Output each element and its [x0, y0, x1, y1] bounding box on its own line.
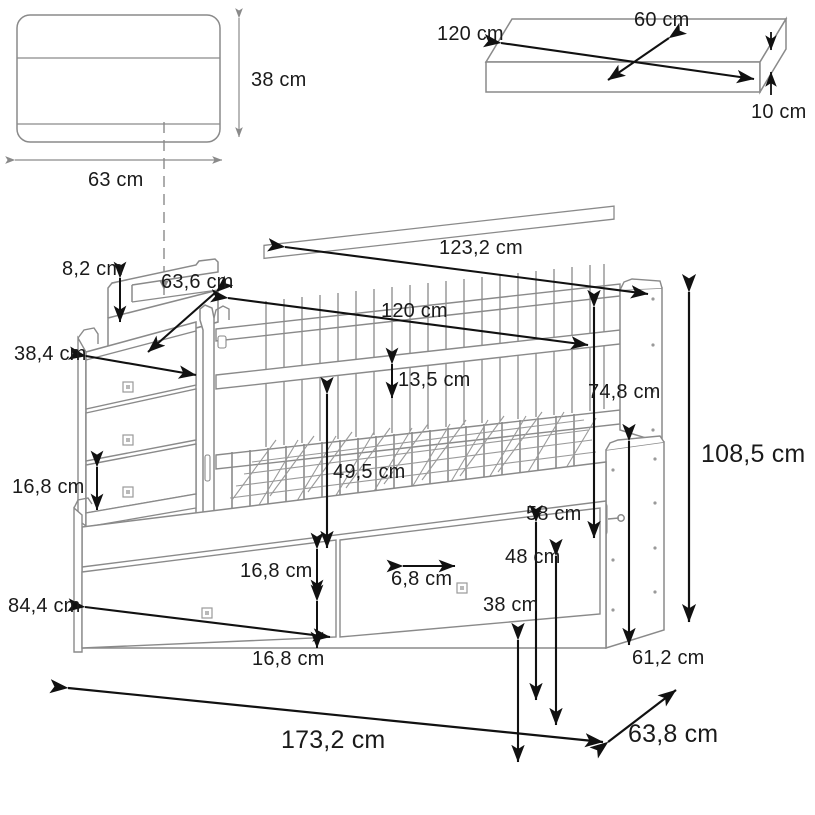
dim-173-2: 173,2 cm: [49, 679, 604, 754]
dim-38-4: 38,4 cm: [14, 343, 197, 379]
dim-mattress-width: 60 cm: [607, 9, 689, 81]
dim-48: 48 cm: [505, 504, 560, 701]
dresser-plinth: [85, 493, 197, 528]
dim-label-123-2: 123,2 cm: [439, 237, 523, 259]
dim-label-61-2: 61,2 cm: [632, 647, 705, 669]
dim-label-60: 60 cm: [634, 9, 689, 31]
dim-16-8-lower: 16,8 cm: [252, 584, 325, 670]
mattress-isometric-view: 120 cm 60 cm 10 cm: [437, 9, 806, 123]
dim-123-2: 123,2 cm: [267, 237, 649, 299]
dim-label-13-5: 13,5 cm: [398, 369, 471, 391]
dim-label-16-8-c: 16,8 cm: [252, 648, 325, 670]
dim-label-63-6: 63,6 cm: [161, 271, 234, 293]
dim-label-108-5: 108,5 cm: [701, 440, 805, 468]
right-front-panel-dots: [611, 457, 657, 612]
crib-left-post: [199, 304, 215, 529]
dim-16-8-drawer: 16,8 cm: [12, 450, 104, 511]
dim-label-16-8-a: 16,8 cm: [12, 476, 85, 498]
lower-divider-line: [81, 500, 607, 568]
dim-label-63-8: 63,8 cm: [628, 720, 718, 748]
crib-slide-hardware-left: [204, 454, 211, 482]
dim-mattress-thickness: 10 cm: [751, 32, 806, 123]
dim-120-inner: 120 cm: [210, 289, 589, 350]
dim-label-38: 38 cm: [251, 69, 306, 91]
dim-label-84-4: 84,4 cm: [8, 595, 81, 617]
dim-label-16-8-b: 16,8 cm: [240, 560, 313, 582]
dim-label-38-4: 38,4 cm: [14, 343, 87, 365]
changing-top-plan-view: 38 cm 63 cm: [5, 8, 306, 296]
dim-label-10: 10 cm: [751, 101, 806, 123]
dresser-back-guard-top: [111, 258, 219, 286]
dim-74-8: 74,8 cm: [587, 289, 661, 539]
dim-label-173-2: 173,2 cm: [281, 726, 385, 754]
dim-label-58: 58 cm: [526, 503, 581, 525]
dim-label-49-5: 49,5 cm: [333, 461, 406, 483]
dim-label-120-inner: 120 cm: [381, 300, 448, 322]
dim-changing-top-width: 63 cm: [5, 156, 223, 191]
lower-left-post: [73, 506, 83, 653]
dim-108-5: 108,5 cm: [681, 273, 805, 623]
dim-label-6-8: 6,8 cm: [391, 568, 452, 590]
dim-changing-top-height: 38 cm: [235, 8, 306, 138]
dim-label-38-bed: 38 cm: [483, 594, 538, 616]
dresser-drawer-2[interactable]: [85, 388, 197, 462]
dresser-unit: [77, 258, 219, 528]
dim-label-8-2: 8,2 cm: [62, 258, 123, 280]
dim-63-8: 63,8 cm: [589, 689, 718, 759]
mattress-front-face: [485, 61, 761, 93]
dim-label-120-mattress: 120 cm: [437, 23, 504, 45]
dim-label-48: 48 cm: [505, 546, 560, 568]
lower-left-post-top: [73, 497, 93, 509]
right-rear-panel-dots: [651, 297, 655, 432]
dim-13-5: 13,5 cm: [385, 347, 471, 399]
dim-63-6: 63,6 cm: [147, 271, 234, 353]
cot-bed-isometric-view: 8,2 cm 63,6 cm 38,4 cm 16,8 cm 123,2 cm …: [8, 205, 805, 763]
right-front-panel: [605, 441, 665, 650]
right-rear-panel: [619, 287, 663, 445]
dim-84-4: 84,4 cm: [8, 595, 331, 642]
drawer-2-face[interactable]: [85, 388, 197, 462]
dim-6-8: 6,8 cm: [386, 559, 456, 590]
changing-top-outline: [16, 14, 221, 143]
dim-61-2: 61,2 cm: [622, 423, 705, 669]
dim-label-74-8: 74,8 cm: [588, 381, 661, 403]
dim-49-5: 49,5 cm: [320, 376, 406, 549]
dim-label-63: 63 cm: [88, 169, 143, 191]
crib-bracket-upper-left: [217, 335, 227, 349]
dim-8-2: 8,2 cm: [62, 258, 127, 323]
dresser-left-post-top: [77, 327, 99, 344]
